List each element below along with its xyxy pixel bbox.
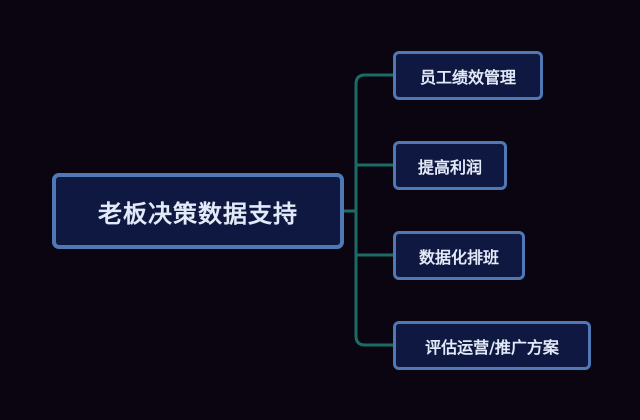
subtopic-evaluate-operations[interactable]: 评估运营/推广方案 (393, 321, 591, 370)
subtopic-increase-profit[interactable]: 提高利润 (393, 141, 507, 190)
connector-trunk (354, 73, 367, 347)
subtopic-data-scheduling[interactable]: 数据化排班 (393, 231, 525, 280)
subtopic-employee-performance[interactable]: 员工绩效管理 (393, 51, 543, 100)
root-topic-node[interactable]: 老板决策数据支持 (52, 173, 344, 249)
